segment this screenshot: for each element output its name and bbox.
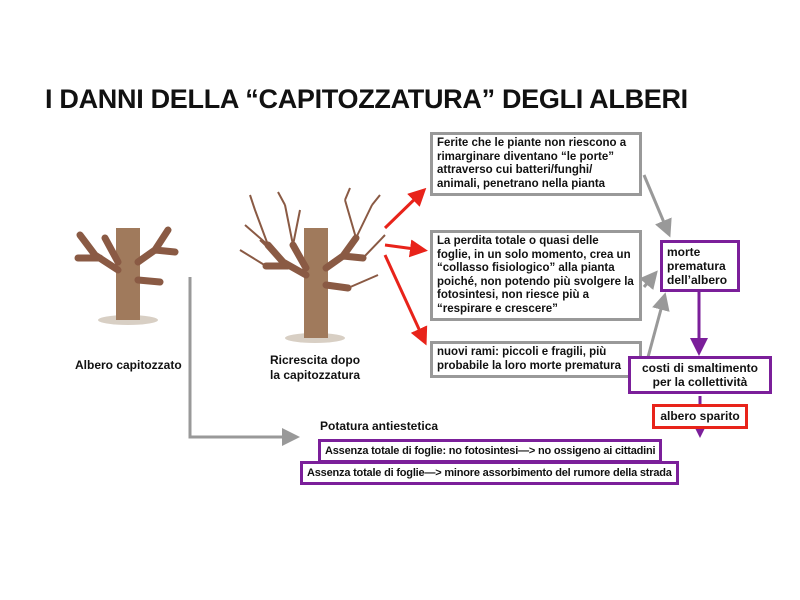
box-assenza-ossigeno: Assenza totale di foglie: no fotosintesi… [318,439,663,463]
tree-left-label: Albero capitozzato [75,358,182,372]
box-morte: morte prematura dell’albero [660,240,740,292]
box-assenza-rumore: Assenza totale di foglie—> minore assorb… [300,461,679,485]
box-ferite: Ferite che le piante non riescono a rima… [430,132,642,196]
tree-regrowth-icon [239,187,386,343]
label-line: la capitozzatura [270,368,361,382]
potatura-label: Potatura antiestetica [320,419,439,433]
page-title: I DANNI DELLA “CAPITOZZATURA” DEGLI ALBE… [45,84,688,114]
box-albero-sparito: albero sparito [652,404,748,429]
box-nuovi-rami: nuovi rami: piccoli e fragili, più proba… [430,341,642,378]
box-costi: costi di smaltimento per la collettività [628,356,772,394]
box-perdita: La perdita totale o quasi delle foglie, … [430,230,642,321]
red-arrows [383,187,428,346]
tree-pollarded-icon [74,226,179,325]
label-line: Ricrescita dopo [270,353,361,367]
